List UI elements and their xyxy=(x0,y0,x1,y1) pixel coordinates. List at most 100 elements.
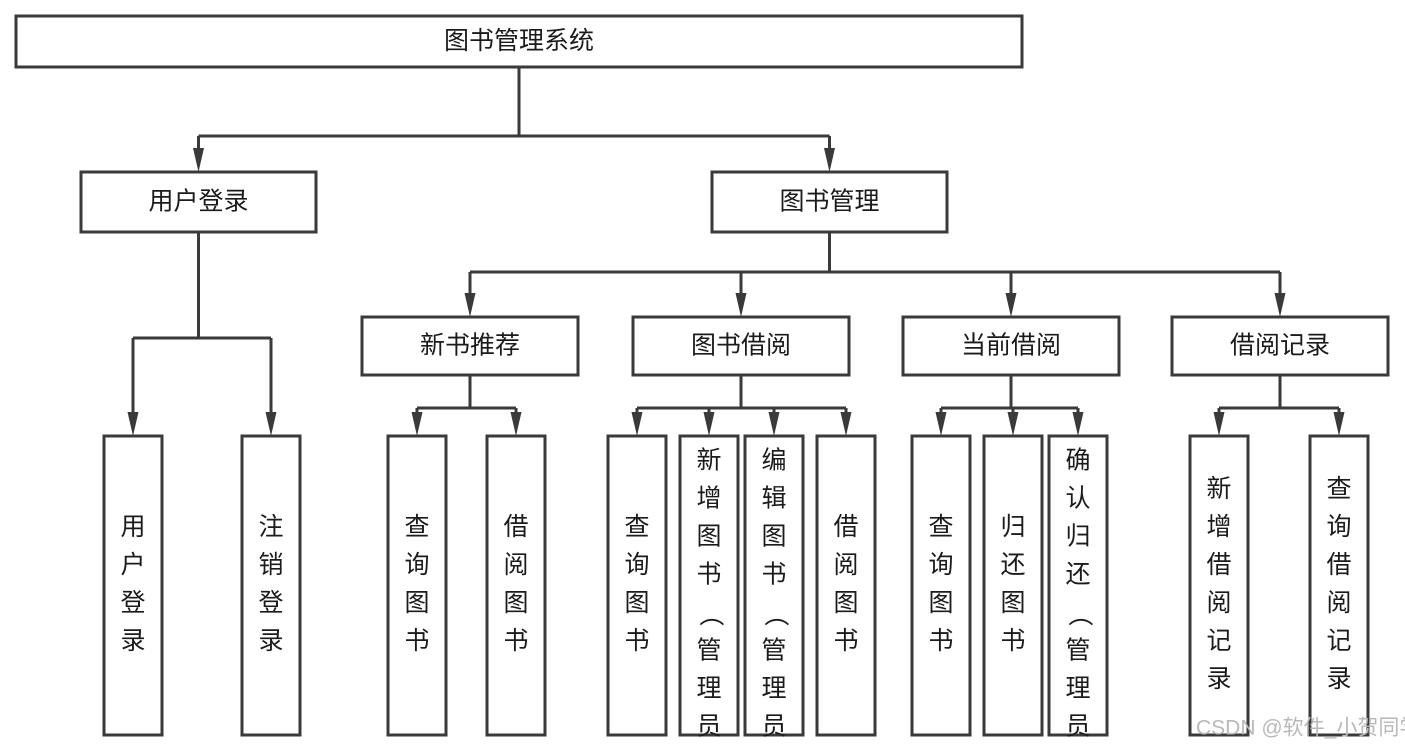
node-label-char: 借 xyxy=(1206,551,1231,579)
node-label-char: 记 xyxy=(1326,627,1351,655)
arrow-head-icon xyxy=(935,412,947,436)
node-box-borrow-borrow-book xyxy=(815,434,877,737)
node-label-char: 书 xyxy=(928,627,953,655)
node-label-char: 新 xyxy=(696,447,721,475)
node-user-login[interactable]: 用户登录 xyxy=(79,170,318,234)
arrow-head-icon xyxy=(1333,412,1345,436)
node-book-management[interactable]: 图书管理 xyxy=(710,170,949,234)
node-label-char: 辑 xyxy=(761,485,786,513)
node-label-char: 户 xyxy=(120,551,145,579)
node-label-char: 登 xyxy=(120,589,145,617)
node-label-char: 书 xyxy=(624,627,649,655)
node-label-char: 借 xyxy=(1326,551,1351,579)
node-label-char: （ xyxy=(761,601,789,626)
node-label-char: 查 xyxy=(404,513,429,541)
arrow-head-icon xyxy=(703,412,715,436)
node-label-char: 询 xyxy=(624,551,649,579)
node-box-borrow-edit-book xyxy=(743,434,805,737)
node-label-char: 员 xyxy=(1065,713,1090,741)
arrow-head-icon xyxy=(265,412,277,436)
node-box-new-book-recommend xyxy=(360,315,580,377)
connector-layer xyxy=(127,67,1345,436)
node-label-char: （ xyxy=(1065,601,1093,626)
node-label-char: 管 xyxy=(696,637,721,665)
node-label-book-borrow: 图书借阅 xyxy=(691,332,791,360)
arrow-head-icon xyxy=(510,412,522,436)
node-label-char: 书 xyxy=(1000,627,1025,655)
node-label-char: 阅 xyxy=(1206,589,1231,617)
node-borrow-record[interactable]: 借阅记录 xyxy=(1170,315,1390,377)
node-label-char: 阅 xyxy=(833,551,858,579)
watermark-layer: CSDN @软件_小贺同学 xyxy=(1196,717,1405,740)
node-label-char: 还 xyxy=(1000,551,1025,579)
node-label-char: 查 xyxy=(928,513,953,541)
node-label-char: 管 xyxy=(761,637,786,665)
node-root[interactable]: 图书管理系统 xyxy=(14,14,1024,69)
node-label-char: 书 xyxy=(833,627,858,655)
node-label-char: 理 xyxy=(696,675,721,703)
node-box-user-login-leaf xyxy=(102,434,164,737)
arrow-head-icon xyxy=(464,293,476,317)
node-label-char: 理 xyxy=(1065,675,1090,703)
node-label-char: 注 xyxy=(258,513,283,541)
node-label-borrow-record: 借阅记录 xyxy=(1230,332,1330,360)
node-box-current-query-book xyxy=(910,434,972,737)
node-label-char: 新 xyxy=(1206,475,1231,503)
node-label-char: 书 xyxy=(404,627,429,655)
node-label-char: 查 xyxy=(624,513,649,541)
node-new-book-recommend[interactable]: 新书推荐 xyxy=(360,315,580,377)
node-label-char: 录 xyxy=(1326,665,1351,693)
node-label-char: 图 xyxy=(833,589,858,617)
node-label-char: 归 xyxy=(1000,513,1025,541)
node-label-new-book-recommend: 新书推荐 xyxy=(420,332,520,360)
node-label-char: 图 xyxy=(928,589,953,617)
node-book-borrow[interactable]: 图书借阅 xyxy=(631,315,851,377)
node-label-char: 还 xyxy=(1065,561,1090,589)
node-box-current-return-book xyxy=(982,434,1044,737)
node-label-char: 认 xyxy=(1065,485,1090,513)
node-label-char: 录 xyxy=(120,627,145,655)
node-box-book-borrow xyxy=(631,315,851,377)
node-label-char: 员 xyxy=(696,713,721,741)
arrow-head-icon xyxy=(127,412,139,436)
arrow-head-icon xyxy=(1007,412,1019,436)
watermark-text: CSDN @软件_小贺同学 xyxy=(1196,717,1405,740)
node-label-char: 图 xyxy=(624,589,649,617)
arrow-head-icon xyxy=(1005,293,1017,317)
node-label-char: 询 xyxy=(404,551,429,579)
node-label-char: 增 xyxy=(696,485,721,513)
node-box-current-confirm-return xyxy=(1047,434,1109,737)
arrow-head-icon xyxy=(193,148,204,172)
node-label-char: 录 xyxy=(1206,665,1231,693)
node-label-char: 理 xyxy=(761,675,786,703)
node-label-char: 用 xyxy=(120,513,145,541)
arrow-head-icon xyxy=(768,412,780,436)
arrow-head-icon xyxy=(1213,412,1225,436)
node-box-book-management xyxy=(710,170,949,234)
arrow-head-icon xyxy=(824,148,835,172)
node-label-char: 归 xyxy=(1065,523,1090,551)
node-user-login-leaf[interactable]: 用户登录 xyxy=(102,434,164,737)
node-label-char: 书 xyxy=(503,627,528,655)
arrow-head-icon xyxy=(411,412,423,436)
node-label-char: 查 xyxy=(1326,475,1351,503)
node-current-borrow[interactable]: 当前借阅 xyxy=(901,315,1121,377)
node-label-char: 销 xyxy=(258,551,283,579)
node-label-char: 询 xyxy=(928,551,953,579)
node-label-char: 确 xyxy=(1065,447,1090,475)
node-label-char: 图 xyxy=(1000,589,1025,617)
